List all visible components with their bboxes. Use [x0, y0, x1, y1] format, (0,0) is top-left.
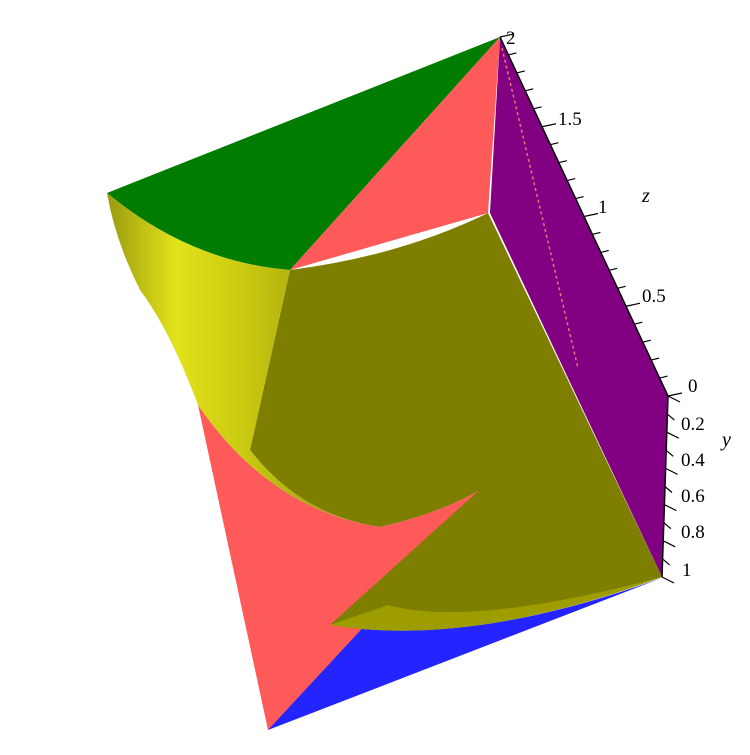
- z-axis-tick: [659, 375, 668, 379]
- z-axis-tick: [567, 178, 576, 182]
- y-axis-tick: [664, 486, 673, 493]
- z-axis-tick: [533, 106, 542, 110]
- z-axis-tick: [625, 302, 641, 307]
- z-axis-tick: [583, 212, 599, 218]
- z-axis-tick: [499, 33, 515, 38]
- z-axis-tick: [642, 339, 651, 343]
- z-axis-tick: [651, 357, 660, 361]
- z-axis-tick: [575, 195, 584, 200]
- y-axis-tick: [663, 522, 672, 530]
- z-axis-tick: [634, 321, 643, 325]
- z-axis-tick: [525, 88, 534, 92]
- yellow-lower-band: [330, 577, 662, 631]
- y-axis-tick: [661, 576, 675, 584]
- z-tick-label: 0: [688, 376, 698, 397]
- y-axis-tick: [662, 558, 670, 566]
- purple-side-face: [490, 37, 668, 577]
- y-axis-tick: [665, 449, 674, 457]
- y-axis-tick: [666, 431, 680, 439]
- y-tick-label: 0.4: [681, 450, 705, 471]
- z-tick-label: 2: [506, 28, 516, 49]
- z-axis-label: z: [641, 185, 650, 207]
- z-axis-tick: [592, 231, 601, 236]
- z-axis-tick: [667, 392, 683, 397]
- y-tick-label: 0.8: [681, 522, 705, 543]
- y-axis-tick: [667, 413, 675, 421]
- z-axis-tick: [550, 142, 559, 146]
- z-axis-tick: [558, 160, 567, 164]
- salmon-diagonal-face: [290, 37, 500, 270]
- z-axis-ticks: [499, 33, 683, 397]
- olive-main-face: [250, 213, 662, 631]
- z-tick-label: 0.5: [642, 286, 666, 307]
- z-axis-tick: [508, 52, 517, 56]
- y-axis-tick: [665, 467, 678, 475]
- y-tick-label: 1: [682, 560, 692, 581]
- z-axis-tick: [541, 123, 557, 128]
- y-axis-label: y: [720, 429, 731, 451]
- green-top-face: [107, 37, 500, 270]
- z-tick-label: 1: [598, 197, 608, 218]
- y-axis-tick: [664, 504, 677, 512]
- z-axis-tick: [600, 249, 609, 253]
- purple-face-dashed-line: [501, 47, 579, 369]
- z-axis-tick: [609, 267, 618, 271]
- salmon-lower-face: [198, 405, 548, 730]
- z-axis-tick: [516, 70, 525, 74]
- z-axis-tick: [617, 285, 626, 289]
- y-tick-label: 0.6: [681, 486, 705, 507]
- y-axis-ticks: [661, 395, 681, 584]
- z-tick-label: 1.5: [558, 109, 582, 130]
- y-axis-tick: [662, 540, 676, 548]
- yellow-curved-sheet: [107, 193, 380, 527]
- y-axis-tick: [667, 395, 681, 403]
- y-tick-label: 0.2: [681, 414, 705, 435]
- blue-bottom-face: [268, 577, 664, 730]
